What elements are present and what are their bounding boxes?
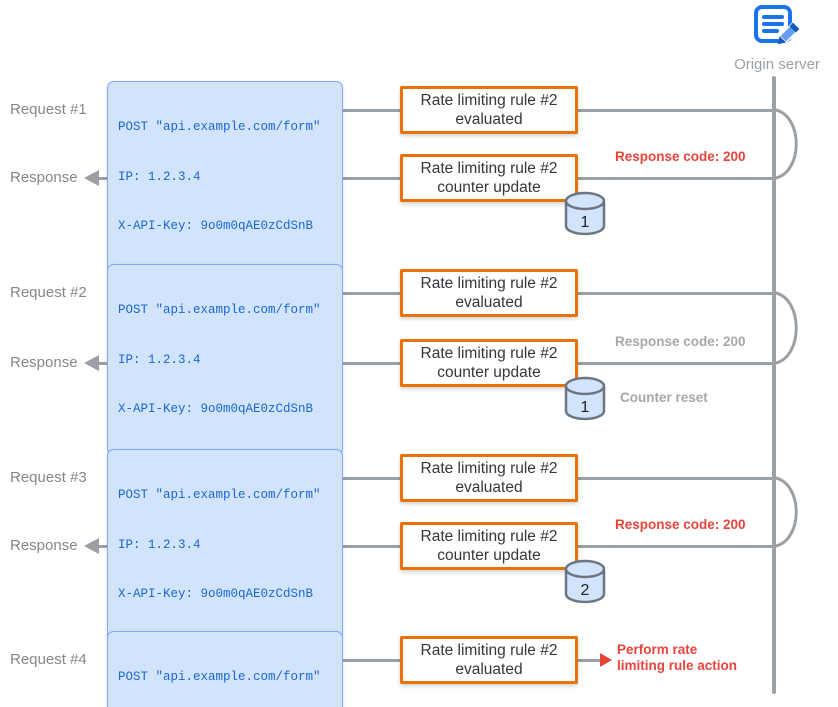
rule-box-line: evaluated [455,294,523,311]
flow-line [343,108,400,112]
payload-line-ip: IP: 1.2.3.4 [118,537,201,552]
rule-box-line: counter update [437,364,541,381]
request-payload-box: POST "api.example.com/form" IP: 1.2.3.4 … [107,631,343,707]
request-payload-box: POST "api.example.com/form" IP: 1.2.3.4 … [107,81,343,273]
origin-label: Origin server [734,56,820,73]
form-pencil-icon [754,5,801,45]
processing-arc [774,108,798,180]
flow-line [578,476,774,480]
rule-action-line: limiting rule action [617,658,738,673]
payload-line-method: POST "api.example.com/form" [118,488,321,502]
flow-line [578,658,600,662]
rule-box-line: Rate limiting rule #2 [420,160,558,177]
database-icon: 1 [564,191,606,236]
response-label: Response [10,354,78,371]
request-payload-box: POST "api.example.com/form" IP: 1.2.3.4 … [107,264,343,456]
rule-evaluated-box: Rate limiting rule #2 evaluated [400,454,578,502]
rule-counter-box: Rate limiting rule #2 counter update [400,522,578,570]
response-code-note: Response code: 200 [615,149,746,164]
counter-value: 1 [581,214,590,231]
rule-evaluated-box: Rate limiting rule #2 evaluated [400,636,578,684]
rule-evaluated-box: Rate limiting rule #2 evaluated [400,269,578,317]
flow-line [578,108,774,112]
rule-action-note: Perform rate limiting rule action [617,642,737,674]
rule-evaluated-box: Rate limiting rule #2 evaluated [400,86,578,134]
rule-box-line: Rate limiting rule #2 [420,460,558,477]
flow-line [343,658,400,662]
flow-line [343,291,400,295]
payload-line-apikey: X-API-Key: 9o0m0qAE0zCdSnB [118,402,314,416]
payload-line-method: POST "api.example.com/form" [118,670,321,684]
response-label: Response [10,169,78,186]
rule-box-line: Rate limiting rule #2 [420,92,558,109]
flow-line [578,291,774,295]
database-icon: 2 [564,559,606,604]
arrowhead-left-icon [84,170,99,186]
rule-box-line: evaluated [455,479,523,496]
rule-box-line: counter update [437,179,541,196]
rule-box-line: Rate limiting rule #2 [420,642,558,659]
request-label: Request #4 [10,651,87,668]
rule-box-line: counter update [437,547,541,564]
rule-counter-box: Rate limiting rule #2 counter update [400,154,578,202]
payload-line-method: POST "api.example.com/form" [118,303,321,317]
payload-line-ip: IP: 1.2.3.4 [118,169,201,184]
rule-box-line: evaluated [455,111,523,128]
rule-box-line: evaluated [455,661,523,678]
rule-counter-box: Rate limiting rule #2 counter update [400,339,578,387]
processing-arc [774,476,798,548]
request-label: Request #2 [10,284,87,301]
flow-line [343,476,400,480]
rule-box-line: Rate limiting rule #2 [420,345,558,362]
payload-line-ip: IP: 1.2.3.4 [118,352,201,367]
request-payload-box: POST "api.example.com/form" IP: 1.2.3.4 … [107,449,343,641]
arrowhead-left-icon [84,538,99,554]
payload-line-apikey: X-API-Key: 9o0m0qAE0zCdSnB [118,587,314,601]
payload-line-method: POST "api.example.com/form" [118,120,321,134]
timeline [772,76,776,694]
counter-value: 1 [581,399,590,416]
request-label: Request #1 [10,101,87,118]
payload-line-apikey: X-API-Key: 9o0m0qAE0zCdSnB [118,219,314,233]
response-code-note: Response code: 200 [615,334,746,349]
arrowhead-left-icon [84,355,99,371]
rule-box-line: Rate limiting rule #2 [420,528,558,545]
counter-value: 2 [581,582,590,599]
rule-box-line: Rate limiting rule #2 [420,275,558,292]
request-label: Request #3 [10,469,87,486]
database-icon: 1 [564,376,606,421]
counter-reset-note: Counter reset [620,390,708,405]
rule-action-line: Perform rate [617,642,698,657]
arrowhead-right-red-icon [600,653,612,667]
response-code-note: Response code: 200 [615,517,746,532]
processing-arc [774,291,798,365]
response-label: Response [10,537,78,554]
